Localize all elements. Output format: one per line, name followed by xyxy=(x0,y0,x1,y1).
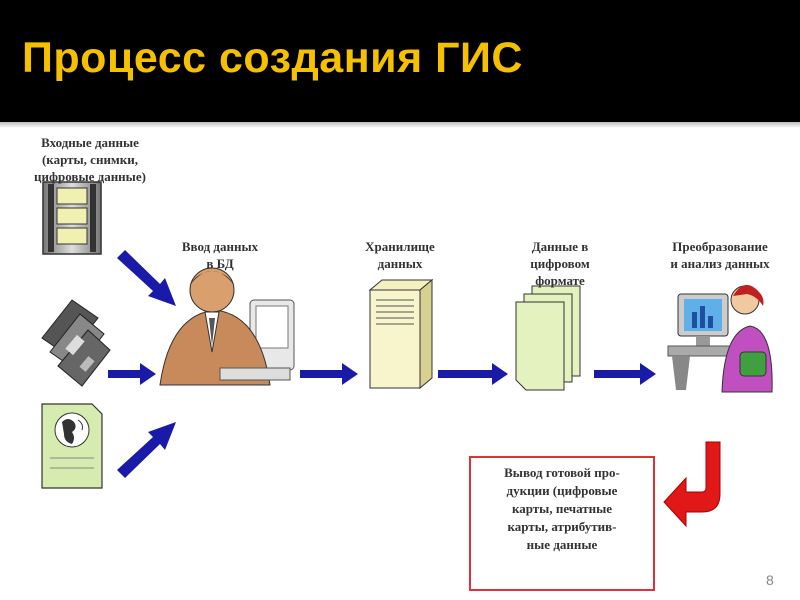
output-label: Вывод готовой про- дукции (цифровые карт… xyxy=(504,465,620,552)
operator-at-computer-icon xyxy=(159,267,295,386)
document-stack-icon xyxy=(515,285,581,391)
page-number: 8 xyxy=(766,572,774,588)
arrow-to-storage xyxy=(300,363,358,385)
slide-title: Процесс создания ГИС xyxy=(22,34,523,82)
data-entry-label: Ввод данных в БД xyxy=(181,239,259,271)
analyst-at-computer-icon xyxy=(667,284,773,393)
arrow-to-analysis xyxy=(594,363,656,385)
map-document-icon xyxy=(41,403,103,489)
input-data-label: Входные данные (карты, снимки, цифровые … xyxy=(34,135,146,184)
film-strip-icon xyxy=(42,181,102,255)
storage-label: Хранилище данных xyxy=(365,239,435,271)
return-arrow-icon xyxy=(663,441,721,528)
arrow-from-map xyxy=(117,422,176,478)
input-arrows xyxy=(108,250,176,478)
title-divider xyxy=(0,122,800,128)
title-bar: Процесс создания ГИС xyxy=(0,0,800,122)
floppy-disks-icon xyxy=(41,299,111,387)
server-storage-icon xyxy=(368,278,434,390)
arrow-to-digital-data xyxy=(438,363,508,385)
arrow-from-film xyxy=(117,250,176,306)
arrow-from-disks xyxy=(108,363,156,385)
output-box: Вывод готовой про- дукции (цифровые карт… xyxy=(469,456,655,591)
transform-label: Преобразование и анализ данных xyxy=(670,239,770,271)
digital-data-label: Данные в цифровом формате xyxy=(530,239,590,288)
